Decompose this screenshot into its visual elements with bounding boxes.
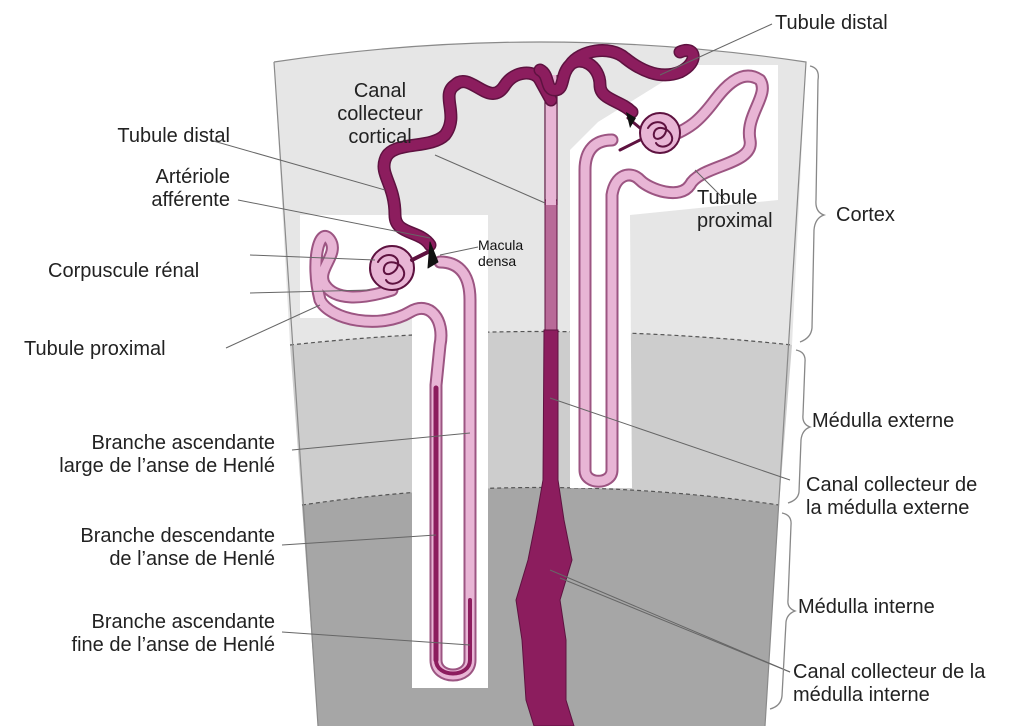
label-cortex: Cortex: [836, 204, 895, 227]
label-branche-ascendante-large: Branche ascendante large de l’anse de He…: [20, 432, 275, 478]
cortical-collecting-duct-lower: [545, 200, 557, 340]
label-canal-collecteur-medulla-externe: Canal collecteur de la médulla externe: [806, 474, 977, 520]
label-branche-ascendante-fine: Branche ascendante fine de l’anse de Hen…: [20, 611, 275, 657]
label-tubule-distal-left: Tubule distal: [30, 125, 230, 148]
label-tubule-proximal-right: Tubule proximal: [697, 187, 773, 233]
outer-medulla-zone: [290, 332, 792, 506]
label-arteriole-afferente: Artériole afférente: [30, 166, 230, 212]
label-canal-collecteur-medulla-interne: Canal collecteur de la médulla interne: [793, 661, 985, 707]
label-medulla-interne: Médulla interne: [798, 596, 935, 619]
label-tubule-proximal-left: Tubule proximal: [24, 338, 166, 361]
label-canal-collecteur-cortical: Canal collecteur cortical: [300, 80, 460, 149]
label-corpuscule-renal: Corpuscule rénal: [48, 260, 199, 283]
label-tubule-distal-top: Tubule distal: [775, 12, 888, 35]
label-macula-densa: Macula densa: [478, 237, 523, 269]
label-branche-descendante: Branche descendante de l’anse de Henlé: [20, 525, 275, 571]
left-loop-panel: [412, 318, 488, 688]
label-medulla-externe: Médulla externe: [812, 410, 954, 433]
